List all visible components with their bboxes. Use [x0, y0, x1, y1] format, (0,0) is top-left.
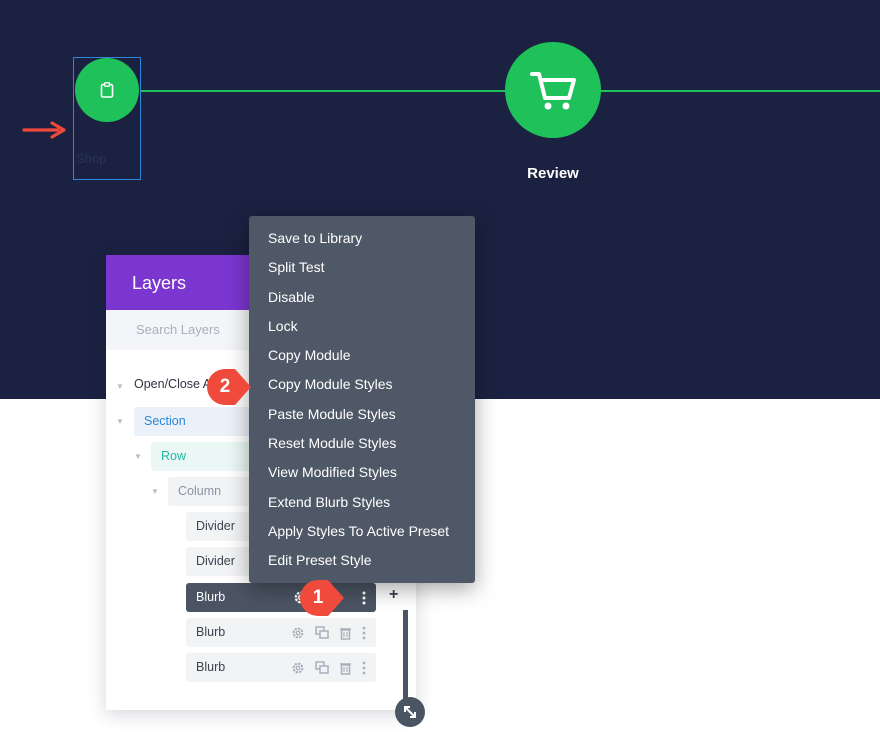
menu-item-paste-module-styles[interactable]: Paste Module Styles	[268, 405, 396, 422]
collapse-triangle-icon[interactable]: ▼	[134, 452, 142, 461]
more-options-icon[interactable]	[362, 661, 366, 675]
step-review-circle[interactable]	[505, 42, 601, 138]
resize-handle[interactable]	[395, 697, 425, 727]
more-options-icon[interactable]	[362, 591, 366, 605]
layer-module-label: Blurb	[196, 660, 226, 674]
shopping-cart-icon	[530, 72, 576, 110]
callout-badge-shape	[207, 369, 251, 405]
menu-item-copy-module[interactable]: Copy Module	[268, 347, 351, 364]
gear-icon[interactable]	[291, 661, 305, 675]
callout-step-2: 2	[207, 369, 251, 405]
clipboard-icon	[100, 82, 114, 98]
layer-module-label: Divider	[196, 554, 235, 568]
layer-module-label: Blurb	[196, 625, 226, 639]
layer-section[interactable]: Section	[134, 407, 254, 436]
menu-item-disable[interactable]: Disable	[268, 288, 315, 305]
menu-item-view-modified-styles[interactable]: View Modified Styles	[268, 464, 397, 481]
step-shop-label: Shop	[76, 151, 107, 166]
menu-item-copy-module-styles[interactable]: Copy Module Styles	[268, 376, 393, 393]
add-module-button[interactable]: +	[389, 586, 399, 603]
panel-resize-rail[interactable]	[403, 610, 408, 700]
layer-column[interactable]: Column	[168, 477, 258, 506]
search-layers-placeholder: Search Layers	[136, 322, 220, 337]
menu-item-edit-preset-style[interactable]: Edit Preset Style	[268, 552, 372, 569]
callout-number: 2	[219, 376, 231, 397]
layer-module-blurb-active[interactable]: Blurb	[186, 583, 376, 612]
menu-item-apply-styles-to-preset[interactable]: Apply Styles To Active Preset	[268, 522, 450, 539]
layers-title: Layers	[132, 273, 187, 293]
collapse-triangle-icon[interactable]: ▼	[151, 487, 159, 496]
callout-step-1: 1	[300, 580, 344, 616]
menu-item-extend-blurb-styles[interactable]: Extend Blurb Styles	[268, 493, 391, 510]
step-review-label: Review	[527, 165, 579, 182]
open-close-all-toggle[interactable]: Open/Close A	[134, 377, 212, 391]
callout-number: 1	[312, 587, 324, 608]
trash-icon[interactable]	[339, 626, 352, 640]
module-selection-outline[interactable]	[73, 57, 141, 180]
layer-row[interactable]: Row	[151, 442, 251, 471]
duplicate-icon[interactable]	[315, 625, 329, 640]
resize-diagonal-icon	[404, 706, 416, 718]
collapse-triangle-icon[interactable]: ▼	[116, 382, 124, 391]
layer-module-blurb[interactable]: Blurb	[186, 653, 376, 682]
step-shop-circle[interactable]	[75, 58, 139, 122]
layer-module-label: Divider	[196, 519, 235, 533]
gear-icon[interactable]	[291, 626, 305, 640]
layer-module-label: Blurb	[196, 590, 226, 604]
more-options-icon[interactable]	[362, 626, 366, 640]
callout-badge-shape	[300, 580, 344, 616]
menu-item-reset-module-styles[interactable]: Reset Module Styles	[268, 435, 397, 452]
trash-icon[interactable]	[339, 661, 352, 675]
duplicate-icon[interactable]	[315, 660, 329, 675]
collapse-triangle-icon[interactable]: ▼	[116, 417, 124, 426]
layer-module-blurb[interactable]: Blurb	[186, 618, 376, 647]
menu-item-split-test[interactable]: Split Test	[268, 259, 325, 276]
menu-item-save-to-library[interactable]: Save to Library	[268, 230, 363, 246]
context-menu: Save to Library Split Test Disable Lock …	[249, 216, 475, 583]
menu-item-lock[interactable]: Lock	[268, 317, 298, 334]
arrow-right-icon	[22, 121, 66, 139]
